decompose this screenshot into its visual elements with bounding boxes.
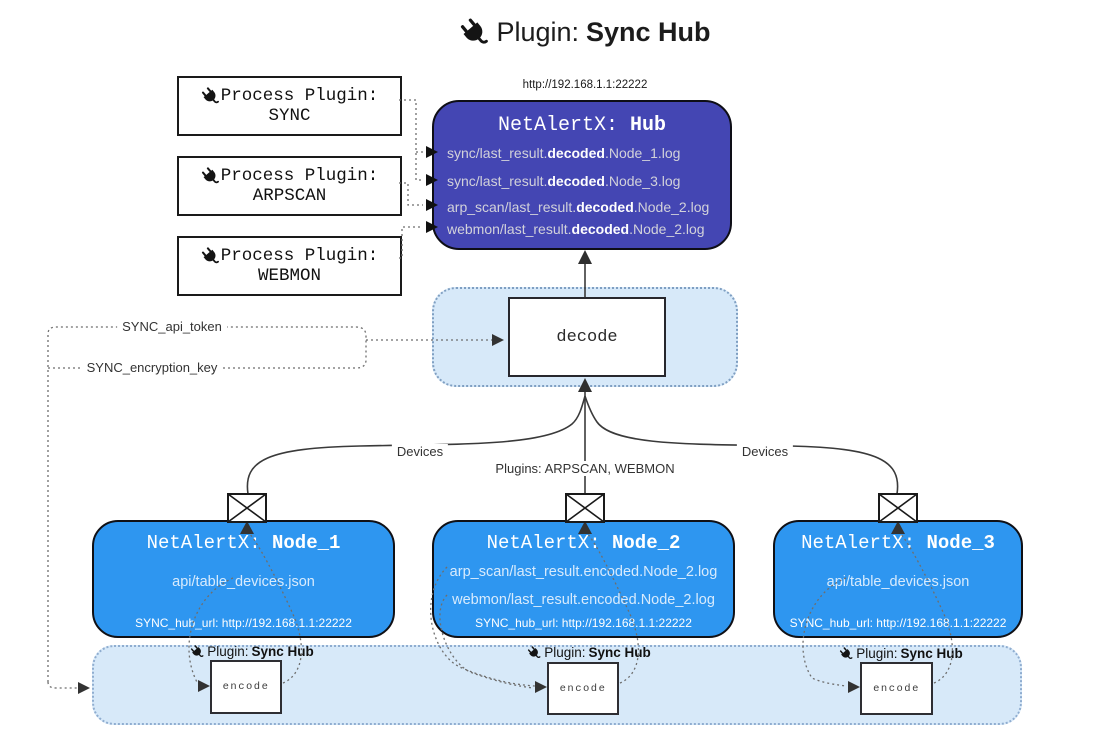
envelope-icon <box>878 493 918 523</box>
node-box-node2: NetAlertX: Node_2 arp_scan/last_result.e… <box>432 520 735 638</box>
node-title: NetAlertX: Node_2 <box>486 532 681 554</box>
decode-label: decode <box>556 327 618 347</box>
band-plugin-label: Plugin: Sync Hub <box>839 646 963 661</box>
encode-label: encode <box>222 681 270 693</box>
hub-log-line: arp_scan/last_result.decoded.Node_2.log <box>447 199 710 215</box>
plugins-label-mid: Plugins: ARPSCAN, WEBMON <box>490 461 680 476</box>
node-box-node1: NetAlertX: Node_1 api/table_devices.json… <box>92 520 395 638</box>
plug-icon <box>201 167 220 186</box>
encode-box-node2: encode <box>547 662 619 715</box>
hub-title-prefix: NetAlertX: <box>497 114 630 137</box>
process-plugin-box-sync: Process Plugin: SYNC <box>177 76 402 136</box>
plug-icon <box>527 646 541 660</box>
sync-api-token-label: SYNC_api_token <box>117 319 227 334</box>
process-plugin-label: Process Plugin: <box>220 246 379 266</box>
node-title: NetAlertX: Node_1 <box>146 532 341 554</box>
envelope-icons <box>227 493 918 523</box>
node-file-line: api/table_devices.json <box>826 574 970 590</box>
page-title: Plugin: Sync Hub <box>459 17 711 48</box>
node-title: NetAlertX: Node_3 <box>801 532 995 554</box>
process-plugin-box-arpscan: Process Plugin: ARPSCAN <box>177 156 402 216</box>
envelope-icon <box>227 493 267 523</box>
plugin-to-hub-edges <box>399 99 423 259</box>
process-plugin-name: ARPSCAN <box>252 186 327 206</box>
process-plugin-name: WEBMON <box>257 266 321 286</box>
encode-label: encode <box>559 682 607 695</box>
plug-icon <box>201 87 220 106</box>
process-plugin-label: Process Plugin: <box>220 86 379 106</box>
decode-box: decode <box>508 297 666 377</box>
process-plugin-name: SYNC <box>268 106 311 126</box>
node-hub-url: SYNC_hub_url: http://192.168.1.1:22222 <box>475 616 692 630</box>
node-file-line: arp_scan/last_result.encoded.Node_2.log <box>449 564 718 580</box>
node-hub-url: SYNC_hub_url: http://192.168.1.1:22222 <box>135 616 352 630</box>
hub-title: NetAlertX: Hub <box>434 114 730 137</box>
encode-label: encode <box>873 682 920 695</box>
encode-box-node1: encode <box>210 660 282 714</box>
hub-log-line: webmon/last_result.decoded.Node_2.log <box>447 221 705 237</box>
hub-box: NetAlertX: Hub sync/last_result.decoded.… <box>432 100 732 250</box>
node-file-line: webmon/last_result.encoded.Node_2.log <box>452 592 715 608</box>
envelope-icon <box>565 493 605 523</box>
page-title-prefix: Plugin: <box>496 17 580 47</box>
plug-icon <box>459 18 489 48</box>
plug-icon <box>190 645 204 659</box>
plug-icon <box>201 247 220 266</box>
band-plugin-label: Plugin: Sync Hub <box>527 645 651 660</box>
node-file-line: api/table_devices.json <box>172 574 315 590</box>
plug-icon <box>839 647 853 661</box>
node-hub-url: SYNC_hub_url: http://192.168.1.1:22222 <box>789 616 1007 630</box>
band-inlet-arrow <box>78 682 90 694</box>
hub-url: http://192.168.1.1:22222 <box>522 79 648 91</box>
process-plugin-label: Process Plugin: <box>220 166 379 186</box>
devices-label-right: Devices <box>736 444 794 459</box>
sync-encryption-key-label: SYNC_encryption_key <box>81 360 223 375</box>
hub-log-line: sync/last_result.decoded.Node_1.log <box>447 145 681 161</box>
band-plugin-label: Plugin: Sync Hub <box>190 644 314 659</box>
hub-bottom-arrow <box>578 250 592 264</box>
node-box-node3: NetAlertX: Node_3 api/table_devices.json… <box>773 520 1023 638</box>
process-plugin-box-webmon: Process Plugin: WEBMON <box>177 236 402 296</box>
page-title-bold: Sync Hub <box>586 17 711 47</box>
devices-label-left: Devices <box>391 444 449 459</box>
hub-title-bold: Hub <box>630 114 667 137</box>
encode-box-node3: encode <box>860 662 933 715</box>
hub-log-line: sync/last_result.decoded.Node_3.log <box>447 173 681 189</box>
